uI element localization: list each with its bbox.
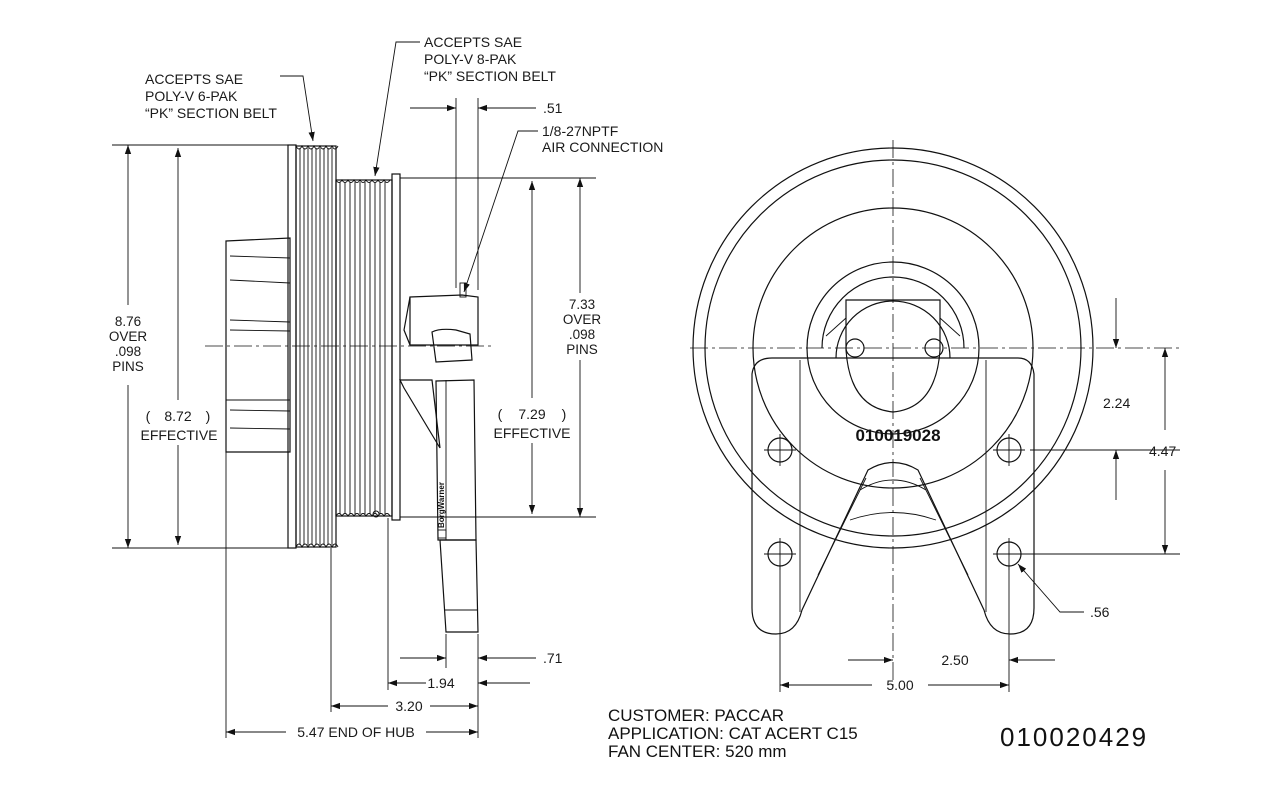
dim-733-line3: .098 xyxy=(569,327,595,342)
dim-250-label: 2.50 xyxy=(941,652,968,668)
hub-body xyxy=(225,237,291,453)
fan-center-text: FAN CENTER: 520 mm xyxy=(608,742,787,761)
dim-056-label: .56 xyxy=(1090,604,1110,620)
mounting-bracket xyxy=(751,357,1035,635)
dim-872-effective: EFFECTIVE xyxy=(140,427,217,443)
dim-876: 8.76 OVER .098 PINS xyxy=(109,144,288,549)
dim-224-label: 2.24 xyxy=(1103,395,1130,411)
dim-872-value: 8.72 xyxy=(164,408,191,424)
dim-071-label: .71 xyxy=(543,650,563,666)
dim-733-line1: 7.33 xyxy=(569,297,595,312)
dim-500: 5.00 xyxy=(780,677,1009,693)
dim-547: 5.47 END OF HUB xyxy=(226,724,478,740)
dim-447-label: 4.47 xyxy=(1149,443,1176,459)
callout-8pak-line3: “PK” SECTION BELT xyxy=(424,68,556,84)
dim-872-paren-open: ( xyxy=(146,408,151,424)
dim-729: ( 7.29 ) EFFECTIVE xyxy=(493,181,571,514)
footer-info: CUSTOMER: PACCAR APPLICATION: CAT ACERT … xyxy=(608,706,1148,761)
dim-051-label: .51 xyxy=(543,100,563,116)
dim-876-line1: 8.76 xyxy=(115,314,141,329)
dim-729-paren-close: ) xyxy=(562,406,567,422)
dim-733-line2: OVER xyxy=(563,312,602,327)
dim-876-line2: OVER xyxy=(109,329,148,344)
dim-547-label: 5.47 END OF HUB xyxy=(297,724,414,740)
callout-6pak-line3: “PK” SECTION BELT xyxy=(145,105,277,121)
callout-8pak-line1: ACCEPTS SAE xyxy=(424,34,522,50)
dim-872: ( 8.72 ) EFFECTIVE xyxy=(140,148,218,545)
dim-056: .56 xyxy=(1017,563,1110,620)
dim-876-line3: .098 xyxy=(115,344,141,359)
hub-block xyxy=(845,299,941,413)
callout-air-line2: AIR CONNECTION xyxy=(542,139,663,155)
fan-drive-assembly xyxy=(399,282,479,633)
dim-224: 2.24 xyxy=(1103,298,1130,500)
callout-6pak-line2: POLY-V 6-PAK xyxy=(145,88,238,104)
dim-872-paren-close: ) xyxy=(206,408,211,424)
dim-876-line4: PINS xyxy=(112,359,144,374)
pulley-8pak xyxy=(335,173,401,521)
dim-194-label: 1.94 xyxy=(427,675,454,691)
drawing-part-number: 010020429 xyxy=(1000,722,1148,752)
dim-447: 4.47 xyxy=(1149,348,1176,554)
callout-6pak-line1: ACCEPTS SAE xyxy=(145,71,243,87)
dim-729-effective: EFFECTIVE xyxy=(493,425,570,441)
brand-label: BorgWarner xyxy=(437,482,446,528)
callout-air-line1: 1/8-27NPTF xyxy=(542,123,618,139)
dim-320-label: 3.20 xyxy=(395,698,422,714)
pulley-6pak xyxy=(287,144,339,549)
dim-071: .71 xyxy=(400,650,563,666)
dim-194: 1.94 xyxy=(388,675,530,691)
dim-500-label: 5.00 xyxy=(886,677,913,693)
dim-729-paren-open: ( xyxy=(498,406,503,422)
side-view: BorgWarner ACCEPTS SAE POLY-V 6-PAK “PK”… xyxy=(109,34,663,740)
dim-250: 2.50 xyxy=(848,652,1055,668)
hub-arc xyxy=(821,276,965,349)
callout-air-connection: 1/8-27NPTF AIR CONNECTION xyxy=(463,123,663,293)
dim-051: .51 xyxy=(410,98,563,290)
callout-8pak: ACCEPTS SAE POLY-V 8-PAK “PK” SECTION BE… xyxy=(373,34,556,177)
dim-320: 3.20 xyxy=(331,698,478,714)
dim-733-line4: PINS xyxy=(566,342,598,357)
customer-text: CUSTOMER: PACCAR xyxy=(608,706,784,725)
stamp-part-number: 010019028 xyxy=(855,426,940,445)
dim-733: 7.33 OVER .098 PINS xyxy=(400,177,602,518)
application-text: APPLICATION: CAT ACERT C15 xyxy=(608,724,858,743)
front-view: 010019028 2.24 4.47 .56 2.50 xyxy=(690,140,1180,693)
callout-6pak: ACCEPTS SAE POLY-V 6-PAK “PK” SECTION BE… xyxy=(145,71,315,142)
dim-729-value: 7.29 xyxy=(518,406,545,422)
callout-8pak-line2: POLY-V 8-PAK xyxy=(424,51,517,67)
